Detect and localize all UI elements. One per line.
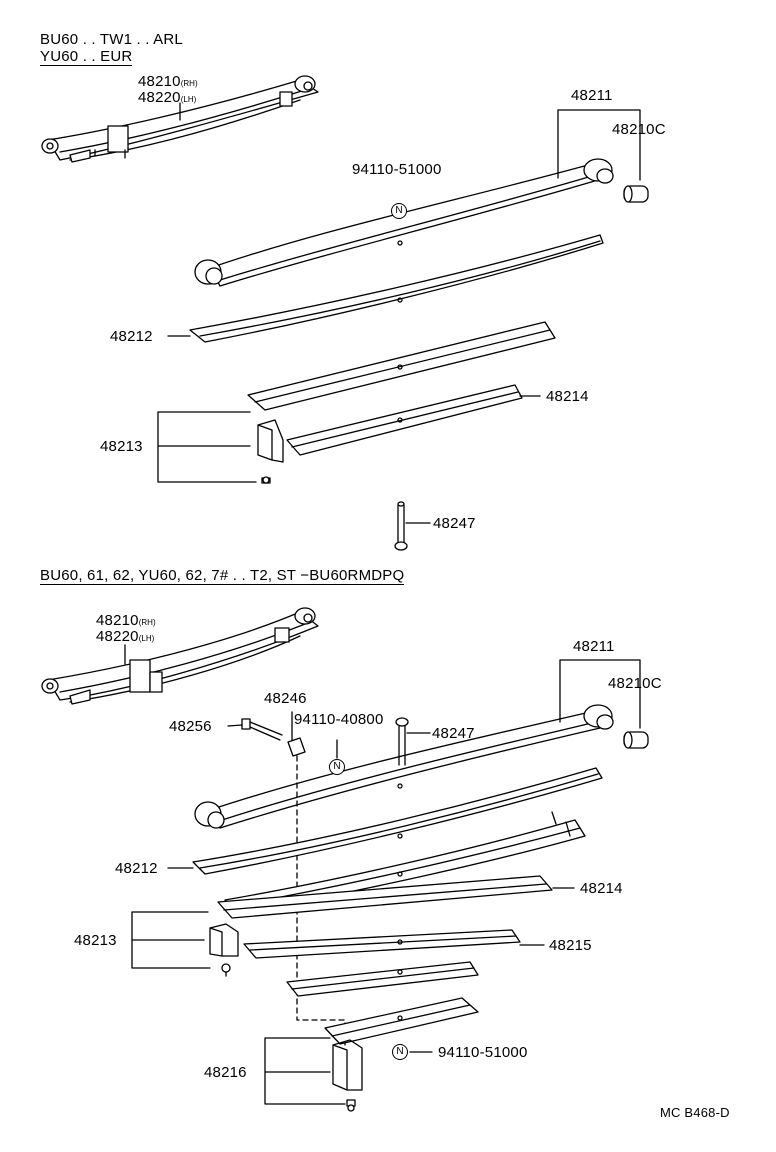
leader-48213-2	[131, 911, 211, 969]
label-48247-2: 48247	[432, 725, 475, 742]
bushing-48210c-2	[623, 731, 649, 749]
leaf-48212-2	[192, 767, 603, 875]
leaf-48215-2	[243, 929, 521, 959]
label-48210c: 48210C	[612, 121, 666, 138]
nut-n-icon-2: N	[329, 759, 345, 775]
clip-48213-2	[209, 923, 239, 977]
leader-48213	[157, 411, 257, 483]
label-48216: 48216	[204, 1064, 247, 1081]
label-48212: 48212	[110, 328, 153, 345]
leaf-6-2	[286, 961, 479, 997]
bolt-48256	[241, 718, 283, 741]
label-48213: 48213	[100, 438, 143, 455]
bushing-48210c	[623, 185, 649, 203]
leaf-7-2	[324, 997, 479, 1045]
leaf-48214	[286, 384, 523, 456]
clip-48213	[257, 419, 284, 484]
label-48210c-2: 48210C	[608, 675, 662, 692]
label-48256: 48256	[169, 718, 212, 735]
figure-reference: MC B468-D	[660, 1105, 730, 1120]
label-94110-51000-2: 94110-51000	[438, 1044, 528, 1061]
bolt-48247-2	[395, 717, 409, 766]
label-94110-40800: 94110-40800	[294, 711, 384, 728]
label-48215: 48215	[549, 937, 592, 954]
leader-48211	[557, 109, 641, 181]
spring-assembly-thumbnail-1	[41, 75, 319, 163]
section1-header-line1: BU60 . . TW1 . . ARL	[40, 31, 183, 48]
label-48246: 48246	[264, 690, 307, 707]
label-assy-lh: 48220(LH)	[138, 89, 197, 106]
label-48214: 48214	[546, 388, 589, 405]
label-48247: 48247	[433, 515, 476, 532]
bolt-48247	[394, 501, 408, 551]
section2-header: BU60, 61, 62, YU60, 62, 7# . . T2, ST −B…	[40, 567, 405, 585]
leaf-48211-2	[194, 704, 614, 829]
label-94110-51000: 94110-51000	[352, 161, 442, 178]
label-assy-lh-2: 48220(LH)	[96, 628, 155, 645]
leaf-48212	[189, 234, 604, 343]
nut-n-icon-3: N	[392, 1044, 408, 1060]
label-48211: 48211	[571, 87, 613, 104]
leader-48216	[264, 1037, 346, 1105]
label-48212-2: 48212	[115, 860, 158, 877]
label-48213-2: 48213	[74, 932, 117, 949]
leaf-48211	[194, 158, 614, 287]
leaf-48214-2	[217, 875, 553, 919]
section1-header-line2: YU60 . . EUR	[40, 48, 133, 66]
label-assy-rh-2: 48210(RH)	[96, 612, 156, 629]
pin-48246	[287, 737, 306, 757]
label-48214-2: 48214	[580, 880, 623, 897]
nut-n-icon: N	[391, 203, 407, 219]
leader-48256	[227, 724, 243, 727]
leaf-3	[247, 321, 556, 411]
clip-48216	[332, 1039, 363, 1112]
label-48211-2: 48211	[573, 638, 615, 655]
spring-assembly-thumbnail-2	[41, 607, 319, 705]
leader-48211-2	[559, 659, 641, 729]
label-assy-rh: 48210(RH)	[138, 73, 198, 90]
